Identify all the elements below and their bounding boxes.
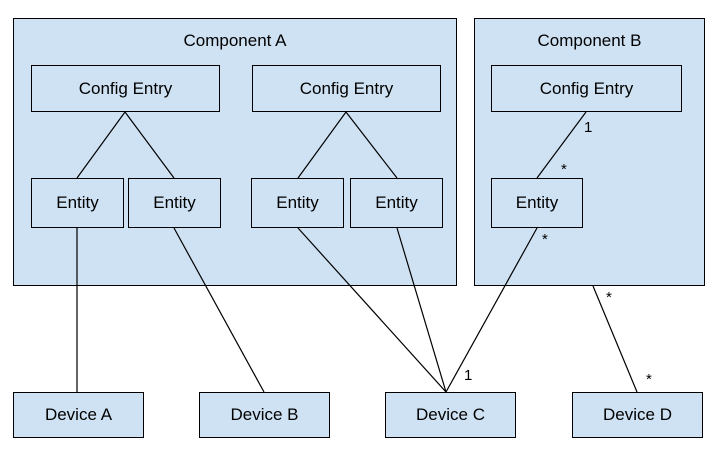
component-a-title: Component A <box>183 31 287 50</box>
multiplicity-entity-b-many: * <box>542 231 548 248</box>
component-b-title: Component B <box>537 31 642 50</box>
device-b: Device B <box>199 392 330 438</box>
entity-a4: Entity <box>350 178 443 228</box>
config-entry-a1: Config Entry <box>31 65 220 112</box>
component-b-container: Component B <box>474 18 705 286</box>
entity-a2: Entity <box>128 178 221 228</box>
config-entry-a2: Config Entry <box>252 65 441 112</box>
entity-b1: Entity <box>491 178 583 228</box>
multiplicity-device-c-one: 1 <box>464 367 473 384</box>
entity-a1: Entity <box>31 178 124 228</box>
device-d: Device D <box>572 392 703 438</box>
device-a: Device A <box>13 392 144 438</box>
multiplicity-config-b-one: 1 <box>584 119 593 136</box>
multiplicity-component-b-many: * <box>606 289 612 306</box>
device-c: Device C <box>385 392 516 438</box>
config-entry-b1: Config Entry <box>491 65 682 112</box>
multiplicity-device-d-many: * <box>646 371 652 388</box>
component-a-container: Component A <box>13 18 457 286</box>
link-component-b-device-d <box>592 285 638 393</box>
entity-a3: Entity <box>251 178 344 228</box>
multiplicity-config-b-many: * <box>561 161 567 178</box>
